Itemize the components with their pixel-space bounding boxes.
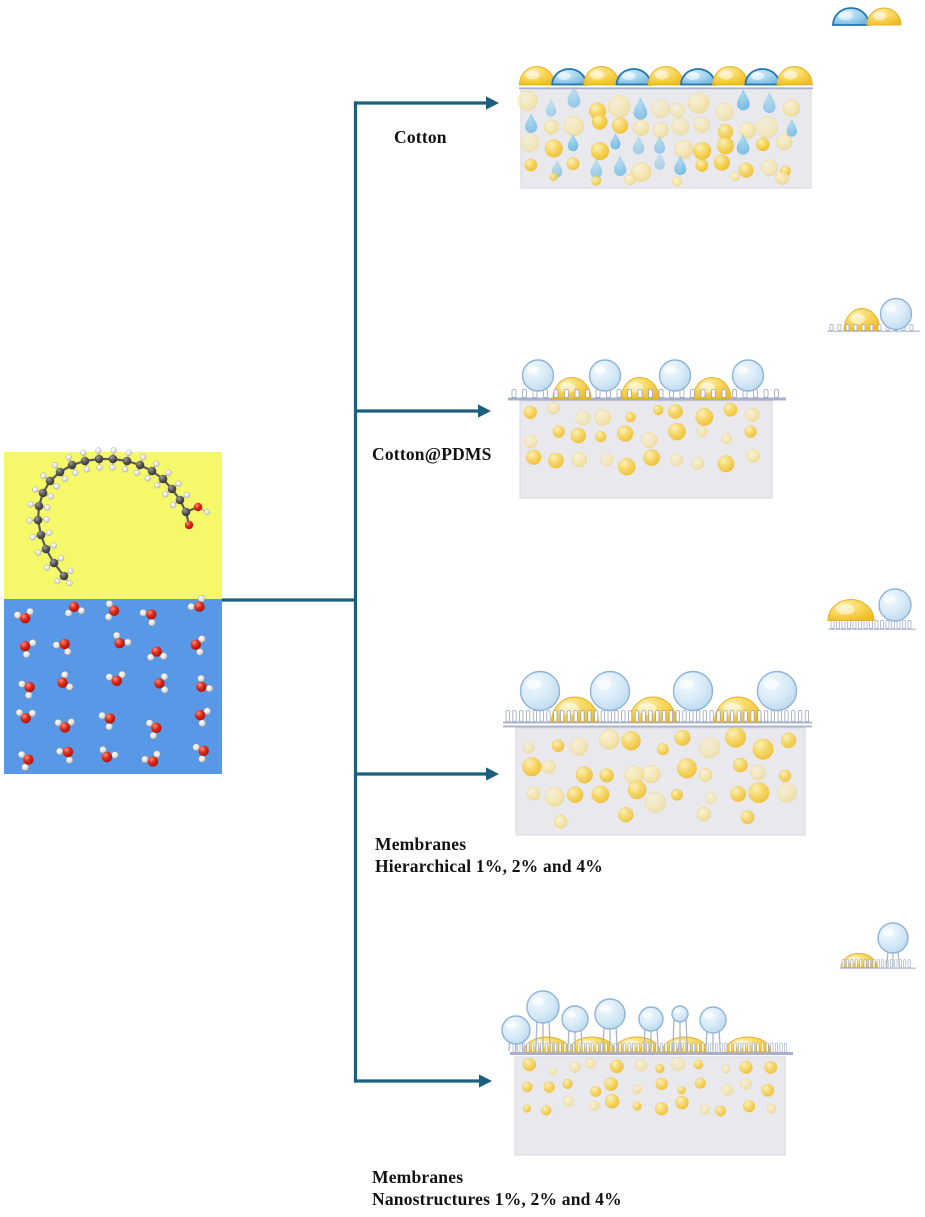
label-line-2: Hierarchical 1%, 2% and 4%: [375, 855, 603, 876]
panel-cotton-illustration: [517, 66, 813, 189]
label-line-2: Nanostructures 1%, 2% and 4%: [372, 1188, 622, 1209]
branch-label-cotton-pdms: Cotton@PDMS: [372, 444, 492, 464]
oleic-acid-molecule: [26, 447, 211, 587]
legend-nanopillar-wettability-icon: [840, 922, 916, 970]
panel-membranes-hierarchical-illustration: [503, 670, 812, 836]
legend-water-oil-drops-icon: [832, 7, 902, 26]
flow-arrow-nanostructures: [354, 1074, 492, 1088]
label-line-1: Membranes: [372, 1167, 464, 1187]
flow-arrow-cotton-pdms: [354, 404, 491, 418]
flow-tree-arrows: [222, 101, 358, 1083]
flow-arrow-cotton: [354, 96, 499, 110]
water-molecules: [13, 594, 214, 771]
panel-cotton-pdms-illustration: [508, 359, 786, 499]
branch-label-cotton: Cotton: [394, 127, 447, 147]
label-line-1: Membranes: [375, 834, 467, 854]
panel-membranes-nanostructures-illustration: [501, 990, 793, 1156]
branch-label-membranes-nanostructures: Membranes Nanostructures 1%, 2% and 4%: [372, 1167, 622, 1210]
legend-micropillar-wettability-icon: [827, 297, 920, 333]
flow-arrow-hierarchical: [354, 767, 499, 781]
branch-label-membranes-hierarchical: Membranes Hierarchical 1%, 2% and 4%: [375, 834, 603, 877]
legend-hierarchical-wettability-icon: [827, 588, 916, 631]
